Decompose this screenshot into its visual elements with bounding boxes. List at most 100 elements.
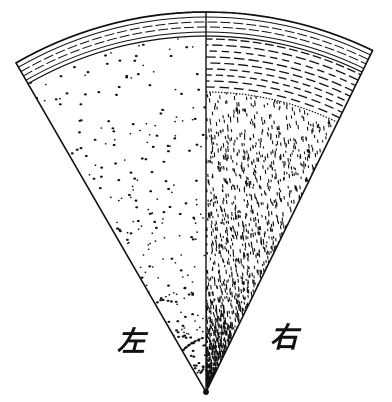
dot-mark <box>58 103 62 106</box>
label-right: 右 <box>270 321 299 354</box>
dot-mark <box>189 354 193 357</box>
left-half-dotted-fill <box>29 38 206 374</box>
dot-mark <box>184 315 187 318</box>
dot-mark <box>195 339 198 342</box>
dot-mark <box>150 171 154 174</box>
crust-arc <box>18 16 371 68</box>
dot-mark <box>178 234 181 237</box>
dot-mark <box>146 141 149 144</box>
dot-mark <box>70 152 74 155</box>
dot-mark <box>183 327 186 329</box>
dash-band <box>206 68 358 108</box>
dot-mark <box>149 190 153 193</box>
dot-mark <box>170 257 174 260</box>
dot-mark <box>100 166 104 169</box>
dot-mark <box>156 198 159 200</box>
dot-mark <box>195 198 198 201</box>
dash-band <box>206 86 350 123</box>
dot-mark <box>105 62 109 65</box>
dot-mark <box>183 334 187 337</box>
dot-mark <box>190 236 194 239</box>
dot-mark <box>183 331 185 334</box>
dot-mark <box>162 160 166 163</box>
dot-mark <box>197 88 201 91</box>
dot-mark <box>191 46 194 48</box>
dot-mark <box>163 237 166 239</box>
dot-mark <box>191 293 195 296</box>
dot-mark <box>170 300 173 303</box>
dot-mark <box>192 355 196 358</box>
dot-mark <box>73 66 76 69</box>
dot-mark <box>100 175 103 178</box>
dot-mark <box>202 344 206 347</box>
dot-mark <box>202 217 204 219</box>
dot-mark <box>79 103 83 106</box>
dot-mark <box>97 91 101 94</box>
dot-mark <box>201 365 205 369</box>
dot-mark <box>193 117 197 120</box>
dot-mark <box>188 149 191 152</box>
dot-mark <box>147 248 150 251</box>
dot-mark <box>174 88 177 91</box>
dot-mark <box>147 208 150 211</box>
dot-mark <box>181 276 184 278</box>
dot-mark <box>159 297 163 300</box>
dot-mark <box>137 228 140 230</box>
dot-mark <box>110 196 112 199</box>
dot-mark <box>94 164 97 166</box>
dot-mark <box>185 46 189 49</box>
dot-mark <box>162 109 165 111</box>
dot-mark <box>98 187 102 190</box>
dot-mark <box>168 294 171 296</box>
dot-mark <box>151 266 154 268</box>
right-half-dashed-bands <box>206 38 363 123</box>
dot-mark <box>138 45 140 47</box>
right-half-dense-fill <box>206 92 332 388</box>
dot-mark <box>59 75 63 78</box>
sector-outline <box>14 11 374 394</box>
dot-mark <box>117 199 120 202</box>
dot-mark <box>181 328 183 331</box>
dot-mark <box>200 145 202 148</box>
dot-mark <box>84 154 88 158</box>
dot-mark <box>195 203 198 206</box>
dot-mark <box>190 291 193 294</box>
dot-mark <box>142 64 145 67</box>
dot-mark <box>173 137 177 140</box>
dot-mark <box>79 119 83 122</box>
dot-mark <box>176 331 180 334</box>
crust-arc <box>23 26 367 77</box>
dot-mark <box>193 367 197 370</box>
dot-mark <box>162 258 165 260</box>
dash-band <box>206 80 353 118</box>
dot-mark <box>196 231 199 233</box>
dot-mark <box>167 284 170 287</box>
dot-mark <box>93 138 97 141</box>
dot-mark <box>184 346 188 349</box>
dot-mark <box>191 313 195 316</box>
dot-mark <box>169 145 171 147</box>
dot-mark <box>145 284 148 287</box>
dash-band <box>206 38 363 81</box>
dot-mark <box>107 120 111 123</box>
dot-mark <box>54 98 58 101</box>
dot-mark <box>165 295 167 298</box>
dot-mark <box>142 254 145 256</box>
dot-mark <box>151 145 155 148</box>
dot-mark <box>126 231 129 234</box>
crust-layer-bands <box>15 11 373 85</box>
dot-mark <box>59 97 61 100</box>
dot-mark <box>197 362 201 365</box>
dot-mark <box>161 222 164 224</box>
dot-mark <box>147 244 150 246</box>
dot-mark <box>170 191 173 194</box>
dash-band <box>206 44 363 87</box>
dot-mark <box>43 99 46 102</box>
dot-mark <box>119 230 122 233</box>
dot-mark <box>117 85 121 89</box>
dot-mark <box>154 240 157 242</box>
dot-mark <box>195 179 198 182</box>
dot-mark <box>196 329 199 331</box>
dash-band <box>206 74 356 113</box>
dot-mark <box>184 202 188 205</box>
